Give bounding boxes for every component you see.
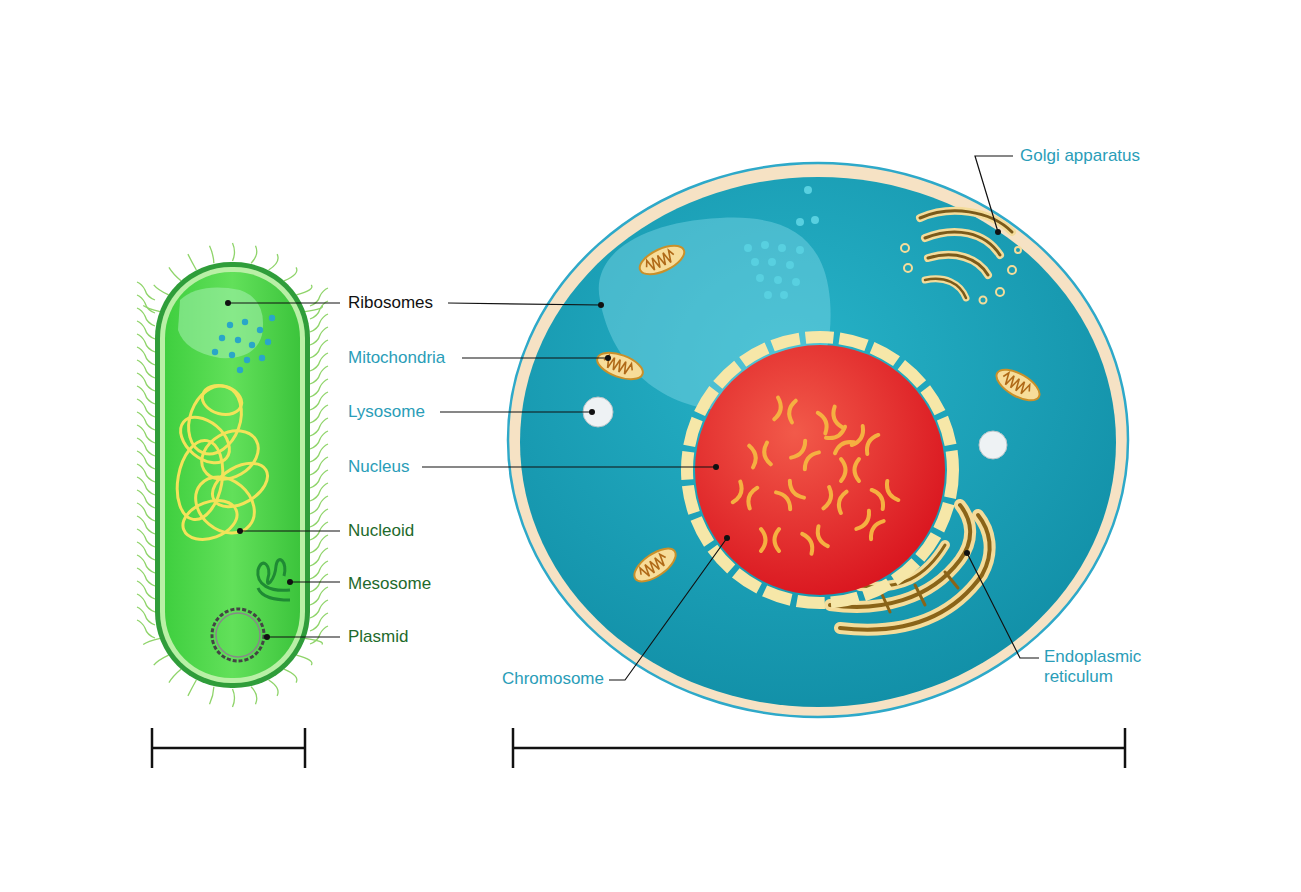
cytoplasm: [165, 272, 300, 678]
cell-wall: [155, 262, 310, 688]
part-label: Lysosome: [348, 402, 425, 422]
nucleus: [695, 345, 945, 595]
plasmid: [212, 609, 264, 661]
part-label: Endoplasmic reticulum: [1044, 647, 1144, 686]
part-label: Plasmid: [348, 627, 408, 647]
ribosomes: [212, 315, 275, 373]
golgi-vesicles: [901, 244, 1021, 304]
part-label: Chromosome: [502, 669, 604, 689]
mesosome: [258, 560, 290, 600]
part-label: Ribosomes: [348, 293, 433, 313]
cell-membrane: [508, 163, 1128, 717]
scale-bars: [152, 728, 1125, 768]
lysosome: [979, 431, 1007, 459]
nucleoid: [171, 379, 275, 547]
nuclear-envelope: [687, 337, 953, 603]
chromosomes: [733, 398, 899, 554]
part-label: Nucleoid: [348, 521, 414, 541]
part-label: Golgi apparatus: [1020, 146, 1140, 166]
leader-dots: [225, 229, 1001, 640]
cytoplasm: [520, 177, 1116, 707]
part-label: Mesosome: [348, 574, 431, 594]
part-label: Nucleus: [348, 457, 409, 477]
golgi-apparatus: [920, 211, 1012, 298]
inclusion: [178, 288, 263, 359]
ribosomes: [744, 186, 819, 299]
mitochondria: [594, 240, 1045, 588]
cell-membrane: [160, 267, 305, 683]
part-label: Mitochondria: [348, 348, 445, 368]
leader-lines: [228, 156, 1039, 680]
